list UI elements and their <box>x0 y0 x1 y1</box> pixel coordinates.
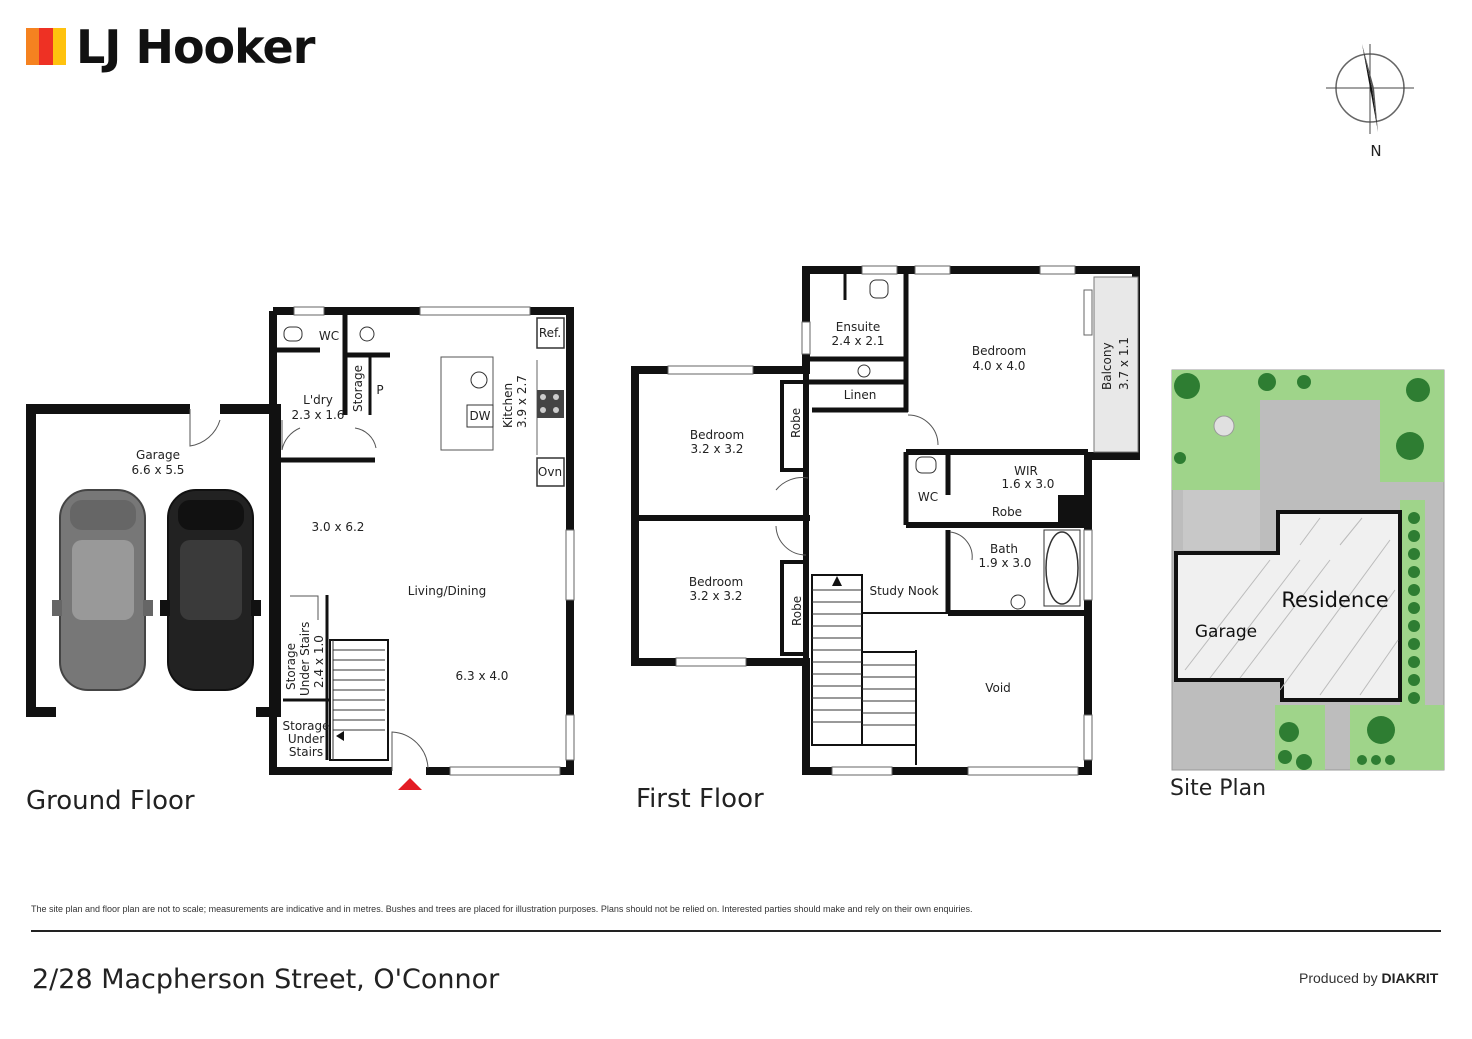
brand-logo-text: LJ Hooker <box>76 20 315 74</box>
kitchen-label: Kitchen <box>501 383 515 428</box>
living-dining-label: Living/Dining <box>408 584 486 598</box>
bedroom-1-size: 4.0 x 4.0 <box>973 359 1026 373</box>
first-floor-walls <box>631 266 1140 775</box>
compass-north-label: N <box>1370 142 1381 160</box>
oven-label: Ovn <box>538 465 562 479</box>
dishwasher-label: DW <box>469 409 490 423</box>
kitchen-size: 3.9 x 2.7 <box>515 375 529 428</box>
wir-label: WIR <box>1014 464 1038 478</box>
logo-stripe-red <box>39 28 53 65</box>
linen-label: Linen <box>844 388 877 402</box>
living-size-a: 3.0 x 6.2 <box>312 520 365 534</box>
wir-size: 1.6 x 3.0 <box>1002 477 1055 491</box>
fridge-label: Ref. <box>539 326 561 340</box>
site-garage-label: Garage <box>1195 622 1257 642</box>
logo-stripe-orange <box>26 28 40 65</box>
storage-under-stairs-b-line1: Storage <box>283 719 330 733</box>
ensuite-label: Ensuite <box>836 320 880 334</box>
first-floor-title: First Floor <box>636 784 764 814</box>
property-address: 2/28 Macpherson Street, O'Connor <box>32 964 500 995</box>
storage-under-stairs-b-line2: Under <box>288 732 324 746</box>
balcony-size: 3.7 x 1.1 <box>1117 337 1131 390</box>
pantry-label: P <box>376 383 383 397</box>
residence-footprint <box>1174 510 1402 702</box>
bedroom-1-label: Bedroom <box>972 344 1026 358</box>
storage-under-stairs-a-size: 2.4 x 1.0 <box>312 635 326 688</box>
footer-divider <box>31 930 1441 932</box>
ground-floor-plan: Garage 6.6 x 5.5 WC L'dry 2.3 x 1.6 Stor… <box>26 306 575 790</box>
storage-under-stairs-b-line3: Stairs <box>289 745 323 759</box>
bedroom-3-label: Bedroom <box>689 575 743 589</box>
bedroom-3-size: 3.2 x 3.2 <box>690 589 743 603</box>
bedroom-2-size: 3.2 x 3.2 <box>691 442 744 456</box>
garage-label: Garage <box>136 448 180 462</box>
living-size-b: 6.3 x 4.0 <box>456 669 509 683</box>
storage-under-stairs-a-line1: Storage <box>284 643 298 690</box>
storage-label: Storage <box>351 365 365 412</box>
floor-plans: Garage 6.6 x 5.5 WC L'dry 2.3 x 1.6 Stor… <box>26 265 1445 790</box>
bath-label: Bath <box>990 542 1018 556</box>
first-floor-plan: Ensuite 2.4 x 2.1 Bedroom 4.0 x 4.0 Balc… <box>631 265 1140 776</box>
study-nook-label: Study Nook <box>869 584 938 598</box>
wc-label: WC <box>319 329 339 343</box>
disclaimer-text: The site plan and floor plan are not to … <box>31 904 973 914</box>
producer-name: DIAKRIT <box>1381 970 1439 986</box>
site-plan: Residence Garage <box>1171 369 1445 771</box>
robe-c-label: Robe <box>992 505 1022 519</box>
storage-under-stairs-a-line2: Under Stairs <box>298 622 312 696</box>
void-label: Void <box>985 681 1011 695</box>
north-compass-icon: N <box>1326 44 1414 160</box>
produced-by: Produced by DIAKRIT <box>1299 970 1438 986</box>
car-black-icon <box>160 489 261 691</box>
site-residence-label: Residence <box>1281 588 1388 612</box>
brand-logo-stripes <box>26 28 66 65</box>
robe-a-label: Robe <box>789 408 803 438</box>
ground-floor-title: Ground Floor <box>26 786 195 816</box>
bath-size: 1.9 x 3.0 <box>979 556 1032 570</box>
car-grey-icon <box>52 489 153 691</box>
laundry-size: 2.3 x 1.6 <box>292 408 345 422</box>
robe-b-label: Robe <box>790 596 804 626</box>
garage-size: 6.6 x 5.5 <box>132 463 185 477</box>
bedroom-2-label: Bedroom <box>690 428 744 442</box>
balcony-area <box>1093 276 1139 453</box>
first-wc-label: WC <box>918 490 938 504</box>
entry-marker-icon <box>398 778 422 790</box>
logo-stripe-yellow <box>52 28 66 65</box>
ensuite-size: 2.4 x 2.1 <box>832 334 885 348</box>
balcony-label: Balcony <box>1100 342 1114 390</box>
laundry-label: L'dry <box>303 393 333 407</box>
produced-by-prefix: Produced by <box>1299 970 1378 986</box>
site-plan-title: Site Plan <box>1170 776 1267 801</box>
